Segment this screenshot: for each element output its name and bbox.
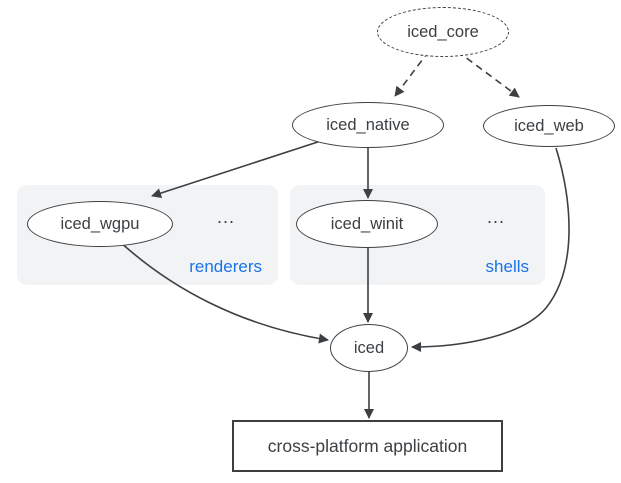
- node-iced_winit: iced_winit: [296, 200, 438, 248]
- node-iced: iced: [330, 324, 408, 372]
- node-iced_web: iced_web: [483, 105, 615, 147]
- group-label-shells: shells: [485, 257, 529, 276]
- node-iced_web-label: iced_web: [514, 116, 584, 135]
- node-iced_native: iced_native: [292, 102, 444, 148]
- edge-iced_core-iced_web: [456, 50, 520, 98]
- node-cross-platform-application: cross-platform application: [232, 420, 503, 472]
- node-cross-platform-application-label: cross-platform application: [267, 435, 468, 456]
- node-iced_wgpu: iced_wgpu: [27, 201, 173, 247]
- group-label-renderers: renderers: [189, 257, 262, 276]
- node-iced_core-label: iced_core: [407, 22, 479, 41]
- renderers-ellipsis: ...: [217, 207, 236, 227]
- node-iced_native-label: iced_native: [326, 115, 410, 134]
- edge-iced_core-iced_native: [394, 50, 430, 97]
- node-iced_winit-label: iced_winit: [330, 214, 404, 233]
- node-iced-label: iced: [353, 338, 385, 357]
- node-iced_core: iced_core: [377, 7, 509, 57]
- node-iced_wgpu-label: iced_wgpu: [60, 214, 140, 233]
- shells-ellipsis: ...: [487, 207, 506, 227]
